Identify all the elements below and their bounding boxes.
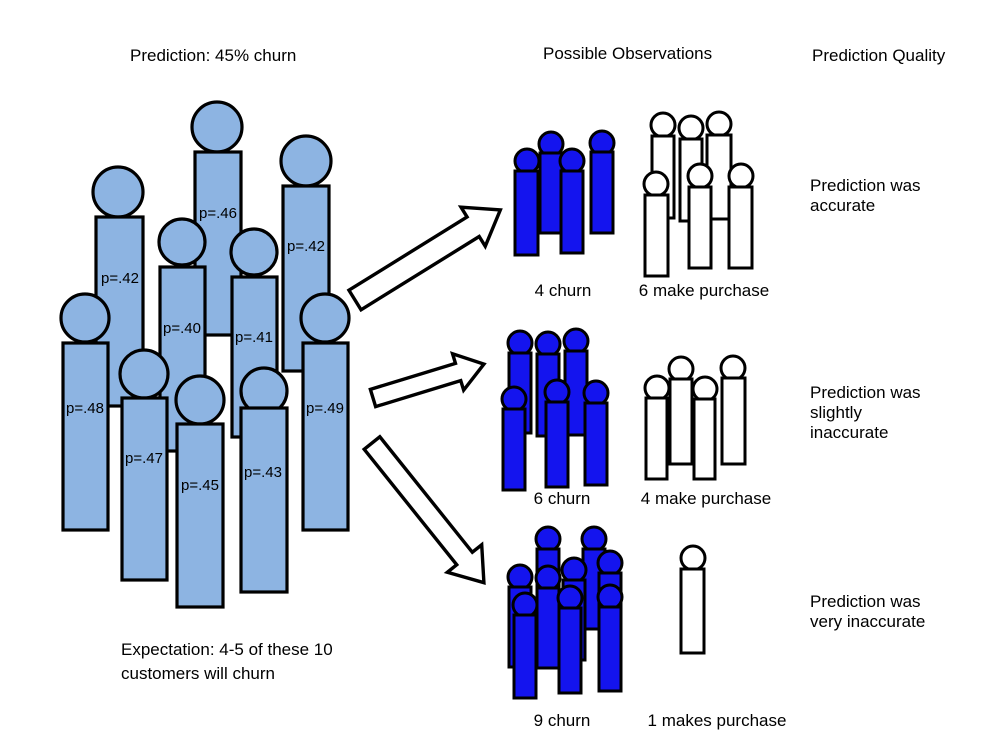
p-label: p=.46	[199, 205, 237, 222]
prospect-person: p=.47	[118, 348, 170, 582]
observations-title: Possible Observations	[543, 44, 713, 63]
prospect-person: p=.48	[59, 292, 111, 532]
prospect-person: p=.49	[299, 292, 351, 532]
p-label: p=.42	[101, 270, 139, 287]
observation-group	[513, 110, 755, 278]
churn-person	[556, 584, 584, 695]
churn-person	[558, 147, 586, 255]
churn-person	[513, 147, 541, 257]
p-label: p=.45	[181, 477, 219, 494]
churn-person	[582, 379, 610, 487]
purchase-count-label: 4 make purchase	[640, 489, 772, 508]
purchase-person	[691, 375, 719, 481]
churn-person	[596, 583, 624, 693]
churn-person	[500, 385, 528, 492]
purchase-person	[686, 162, 714, 270]
prospect-person: p=.43	[239, 366, 289, 594]
p-label: p=.41	[235, 329, 273, 346]
purchase-person	[719, 354, 747, 466]
prediction-title: Prediction: 45% churn	[130, 46, 297, 65]
flow-arrow-icon	[361, 434, 486, 585]
churn-person	[537, 130, 565, 235]
p-label: p=.47	[125, 450, 163, 467]
p-label: p=.42	[287, 238, 325, 255]
p-label: p=.49	[306, 400, 344, 417]
p-label: p=.43	[244, 464, 282, 481]
quality-text: Prediction was very inaccurate	[810, 592, 926, 631]
quality-text: Prediction was slightly inaccurate	[810, 383, 921, 442]
expectation-note: Expectation: 4-5 of these 10 customers w…	[121, 640, 333, 683]
purchase-count-label: 6 make purchase	[638, 281, 770, 300]
purchase-person	[727, 162, 755, 270]
purchase-person	[642, 170, 670, 278]
churn-person	[511, 591, 539, 700]
observation-group	[506, 525, 707, 700]
churn-count-label: 9 churn	[533, 711, 591, 730]
flow-arrow-icon	[368, 351, 487, 409]
prospect-person: p=.45	[174, 374, 226, 609]
purchase-count-label: 1 makes purchase	[647, 711, 787, 730]
churn-count-label: 4 churn	[534, 281, 592, 300]
quality-title: Prediction Quality	[812, 46, 946, 65]
observation-group	[500, 327, 747, 492]
churn-count-label: 6 churn	[533, 489, 591, 508]
flow-arrow-icon	[346, 205, 503, 313]
purchase-person	[643, 374, 671, 481]
churn-person	[534, 564, 562, 670]
p-label: p=.48	[66, 400, 104, 417]
churn-person	[543, 378, 571, 489]
churn-person	[588, 129, 616, 235]
quality-text: Prediction was accurate	[810, 176, 921, 215]
purchase-person	[667, 355, 695, 466]
purchase-person	[679, 544, 707, 655]
p-label: p=.40	[163, 320, 201, 337]
